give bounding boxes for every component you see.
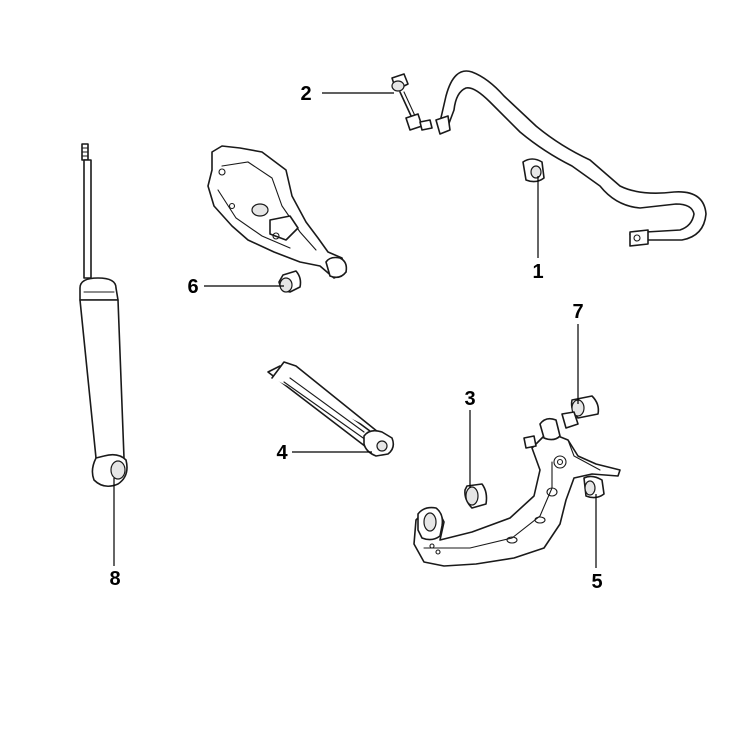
callout-6: 6 — [187, 276, 198, 298]
callout-8: 8 — [109, 568, 120, 590]
callout-7: 7 — [572, 301, 583, 323]
callout-2: 2 — [300, 83, 311, 105]
bushing-1 — [522, 158, 545, 183]
callout-5: 5 — [591, 571, 602, 593]
callout-1: 1 — [532, 261, 543, 283]
callout-3: 3 — [464, 388, 475, 410]
upper-control-arm — [207, 145, 348, 279]
lateral-link — [267, 361, 395, 457]
bushing-6 — [278, 270, 302, 293]
bushing-3 — [464, 483, 488, 509]
drop-link — [391, 73, 433, 131]
shock-absorber — [79, 143, 128, 488]
lower-control-arm — [413, 411, 621, 567]
stabilizer-bar — [435, 70, 707, 247]
callout-4: 4 — [276, 442, 288, 464]
